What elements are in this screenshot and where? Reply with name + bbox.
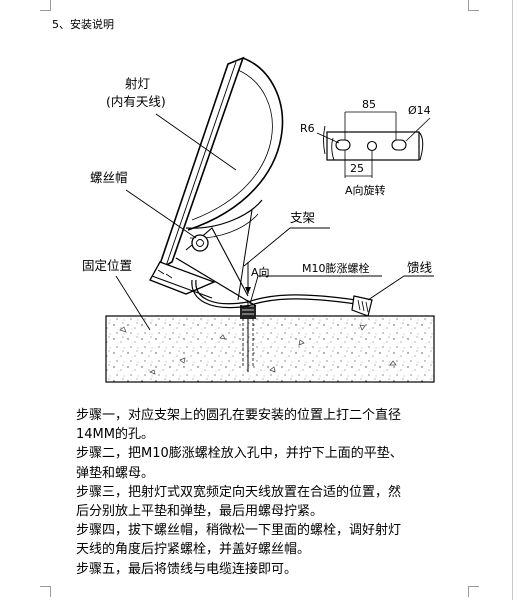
lamp-antenna-label: (内有天线) [106, 94, 166, 109]
step-line: 步骤四，拔下螺丝帽，稍微松一下里面的螺栓，调好射灯 [76, 523, 402, 539]
diameter-label: Ø14 [408, 104, 431, 117]
dimension-25-label: 25 [350, 162, 364, 175]
installation-steps: 步骤一，对应支架上的圆孔在要安装的位置上打二个直径 14MM的孔。 步骤二，把M… [76, 406, 476, 579]
bracket-label: 支架 [290, 210, 315, 225]
step-line: 14MM的孔。 [76, 427, 154, 443]
installation-diagram: 射灯 (内有天线) 螺丝帽 支架 固定位置 A向 M10膨涨螺栓 馈线 R6 8… [82, 56, 435, 383]
page-edge-line [512, 0, 513, 600]
bracket-detail-view [316, 111, 431, 178]
fixed-position-label: 固定位置 [82, 258, 132, 273]
step-line: 步骤二，把M10膨涨螺栓放入孔中，并拧下上面的平垫、 [76, 446, 403, 462]
feeder-cable [191, 279, 373, 317]
a-direction-label: A向 [251, 265, 270, 279]
concrete-base [105, 315, 435, 383]
radius-label: R6 [300, 122, 315, 135]
spotlight-body [156, 56, 284, 272]
screw-cap-label: 螺丝帽 [90, 170, 128, 185]
step-line: 步骤五，最后将馈线与电缆连接即可。 [76, 561, 298, 577]
screw-cap [191, 234, 209, 252]
dimension-85-label: 85 [362, 98, 376, 111]
step-line: 步骤一，对应支架上的圆孔在要安装的位置上打二个直径 [76, 408, 402, 423]
crop-mark-top-right [468, 0, 479, 11]
a-rotate-label: A向旋转 [345, 183, 386, 197]
crop-mark-bottom-right [468, 586, 479, 597]
crop-mark-bottom-left [40, 586, 51, 597]
step-line: 步骤三，把射灯式双宽频定向天线放置在合适的位置，然 [76, 484, 402, 500]
expansion-bolt-label: M10膨涨螺栓 [302, 261, 370, 275]
section-heading: 5、安装说明 [52, 18, 114, 31]
crop-mark-top-left [40, 0, 51, 11]
feeder-label: 馈线 [407, 260, 433, 275]
step-line: 弹垫和螺母。 [76, 465, 155, 481]
leader-lines [115, 113, 434, 331]
mount-bracket [149, 209, 257, 307]
step-line: 天线的角度后拧紧螺栓，并盖好螺丝帽。 [76, 542, 311, 558]
lamp-label: 射灯 [125, 76, 150, 91]
step-line: 后分别放上平垫和弹垫，最后用螺母拧紧。 [76, 504, 324, 520]
expansion-bolt [240, 300, 256, 372]
